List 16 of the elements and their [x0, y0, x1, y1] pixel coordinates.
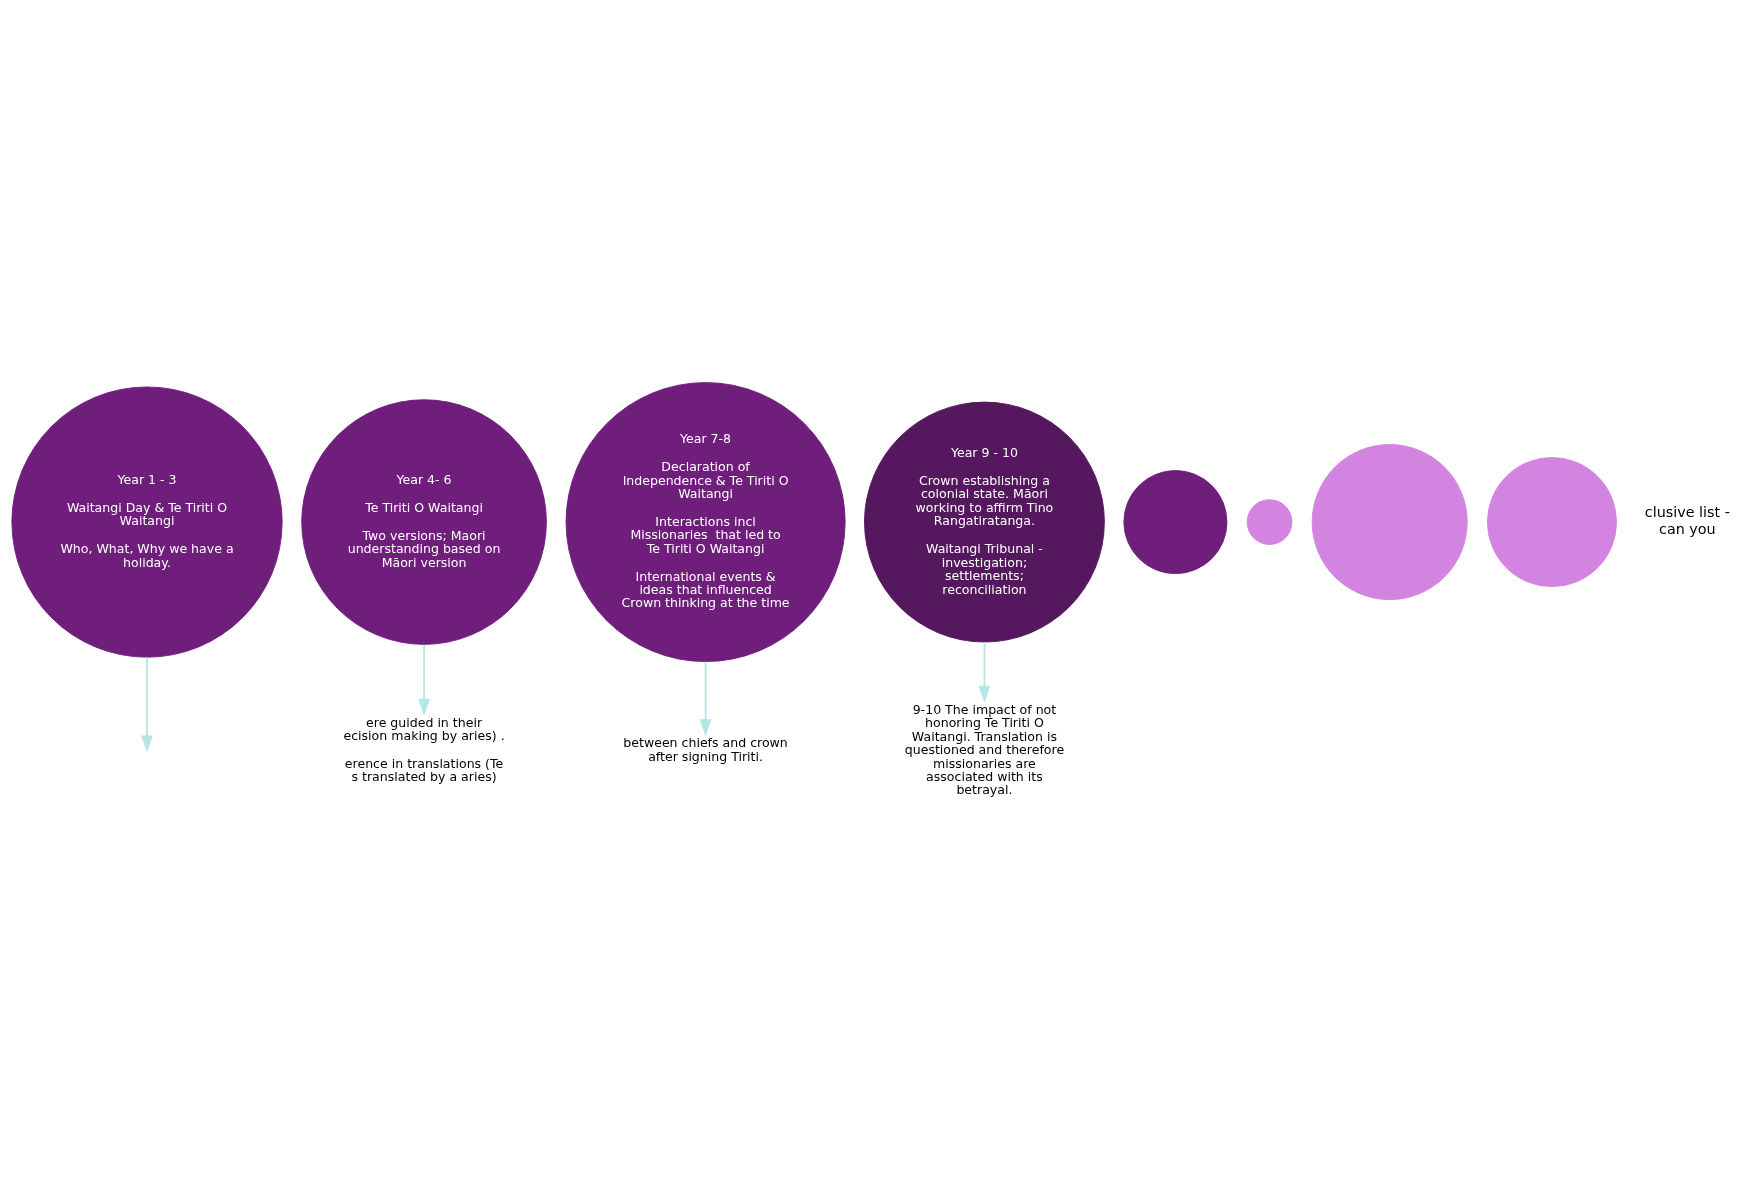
- label: clusive list - can you: [1644, 504, 1730, 537]
- node-circle: Year 7-8 Declaration of Independence & Te Tiriti O Waitangi Interactions incl Missionaries that led to Te Tiriti O Waitangi International events & ideas that influenced Crown thinking at the time: [565, 382, 846, 663]
- node-text: between chiefs and crown after signing Tiriti.: [623, 735, 788, 764]
- node-circle: Year 1 - 3 Waitangi Day & Te Tiriti O Waitangi Who, What, Why we have a holiday.: [11, 386, 283, 658]
- node-circle: [1246, 499, 1293, 545]
- node-circle: Year 4- 6 Te Tiriti O Waitangi Two versions; Maori understanding based on Māori version: [301, 399, 547, 645]
- node-circle: [1123, 470, 1228, 575]
- arrow: [699, 660, 712, 737]
- node-circle: [1311, 444, 1468, 601]
- node-text: 9-10 The impact of not honoring Te Tiriti O Waitangi. Translation is questioned and therefore missionaries are associated with its betrayal.: [904, 701, 1065, 798]
- node-circle: [1486, 457, 1617, 588]
- node-circle: Year 9 - 10 Crown establishing a colonial state. Māori working to affirm Tino Rangatiratanga. Waitangi Tribunal - investigation; settlements; reconciliation: [864, 401, 1105, 643]
- arrow: [418, 643, 431, 716]
- node-text: ere guided in their ecision making by aries) . erence in translations (Te s translated by a aries): [343, 714, 505, 785]
- arrow: [141, 656, 153, 753]
- arrow: [978, 641, 991, 703]
